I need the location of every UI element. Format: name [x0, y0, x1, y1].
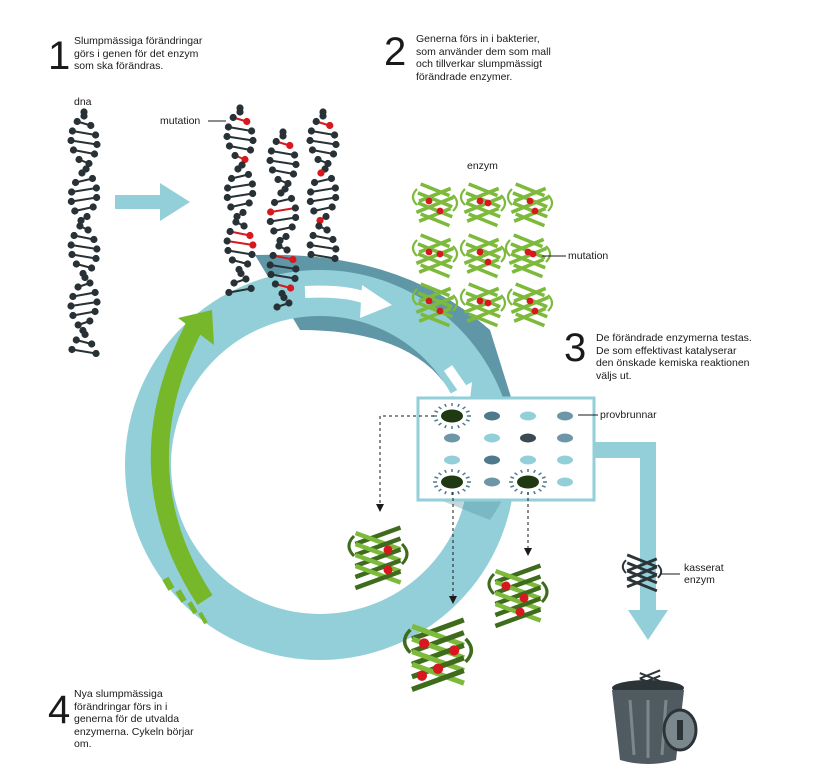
step-2-text: Generna förs in i bakterier, som använde…	[416, 33, 551, 83]
enzyme-icon	[459, 233, 507, 279]
selected-well	[433, 469, 471, 495]
enzyme-icon	[411, 282, 459, 328]
well	[520, 455, 536, 465]
enzyme-icon	[459, 182, 507, 228]
dna-strands	[67, 104, 340, 358]
dna-strand-icon	[266, 128, 300, 311]
provbrunnar-label: provbrunnar	[600, 409, 657, 421]
selection-lines	[376, 415, 532, 604]
well	[557, 433, 573, 443]
well	[557, 477, 573, 487]
return-arrow-icon	[150, 310, 214, 625]
label-leaders	[208, 120, 680, 575]
well	[444, 433, 460, 443]
enzyme-icon	[506, 182, 554, 228]
dna-strand-icon	[223, 104, 257, 297]
step-3-text: De förändrade enzymerna testas. De som e…	[596, 332, 752, 382]
enzyme-icon	[411, 233, 459, 279]
discarded-enzyme-label: kasserat enzym	[684, 562, 724, 586]
selected-well	[509, 469, 547, 495]
enzym-label: enzym	[467, 160, 498, 172]
enzyme-icon	[504, 233, 552, 279]
enzyme-icon	[411, 182, 459, 228]
well	[520, 411, 536, 421]
well	[520, 433, 536, 443]
enzyme-mutation-label: mutation	[568, 250, 609, 262]
well	[484, 411, 500, 421]
well-plate-icon	[416, 396, 596, 502]
dna-mutation-label: mutation	[160, 115, 201, 127]
arrow-right-icon	[304, 285, 472, 400]
step-4-text: Nya slumpmässiga förändringar förs in i …	[74, 688, 194, 750]
step-4-number: 4	[48, 688, 71, 732]
dna-label: dna	[74, 96, 92, 108]
enzyme-grid	[411, 182, 554, 328]
step-1-text: Slumpmässiga förändringar görs i genen f…	[74, 35, 203, 72]
step-2-number: 2	[384, 30, 407, 74]
enzyme-icon	[459, 282, 507, 328]
well	[557, 455, 573, 465]
well	[484, 455, 500, 465]
step-3-number: 3	[564, 326, 587, 370]
trash-can-icon	[612, 680, 698, 764]
discard-arrow-icon	[594, 442, 668, 640]
arrow-right-icon	[115, 183, 190, 221]
selected-enzymes	[347, 525, 549, 692]
selected-well	[433, 403, 471, 429]
enzyme-icon	[506, 282, 554, 328]
well	[484, 433, 500, 443]
dna-strand-icon	[306, 108, 340, 263]
well	[444, 455, 460, 465]
step-1-number: 1	[48, 34, 71, 78]
well	[484, 477, 500, 487]
dna-strand-icon	[67, 108, 101, 358]
enzyme-icon	[487, 563, 549, 629]
well	[557, 411, 573, 421]
enzyme-icon	[347, 525, 409, 591]
enzyme-icon	[402, 617, 474, 692]
